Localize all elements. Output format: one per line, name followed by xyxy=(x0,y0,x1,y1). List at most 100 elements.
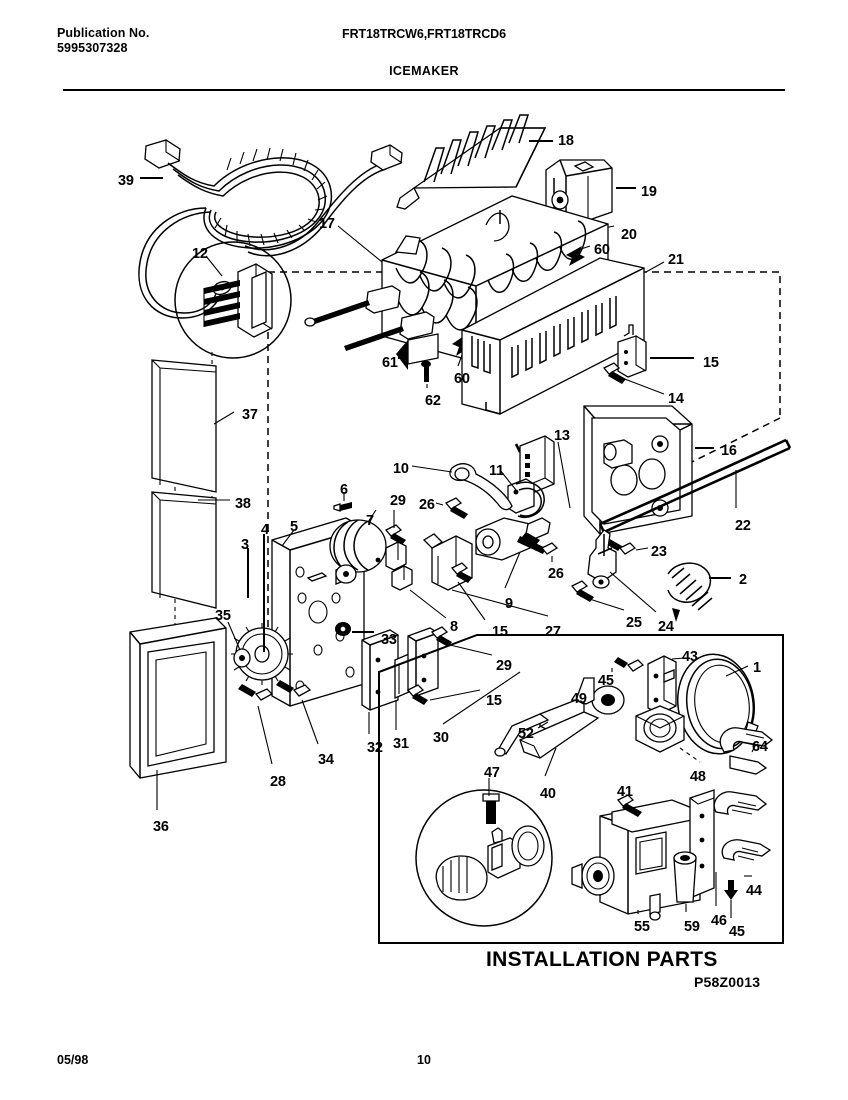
drawing-code: P58Z0013 xyxy=(694,974,761,990)
callout-number-26: 26 xyxy=(548,566,564,582)
leader-1 xyxy=(725,665,749,677)
part-11-wire-clip xyxy=(507,478,545,518)
part-41-water-valve xyxy=(571,789,715,921)
callout-number-34: 34 xyxy=(318,752,334,768)
callout-number-25: 25 xyxy=(626,615,642,631)
callout-number-45: 45 xyxy=(598,673,614,689)
part-22-shutoff-arm xyxy=(514,438,792,534)
part-16-icemaker-housing xyxy=(583,405,693,535)
callout-number-21: 21 xyxy=(668,252,684,268)
leader-12 xyxy=(205,255,223,277)
part-gear-assembly xyxy=(231,623,293,685)
callout-number-5: 5 xyxy=(290,519,298,535)
model-numbers: FRT18TRCW6,FRT18TRCD6 xyxy=(342,27,506,41)
publication-label: Publication No. xyxy=(57,26,150,40)
callout-number-52: 52 xyxy=(518,726,534,742)
part-9-solenoid xyxy=(475,517,551,561)
leader-34 xyxy=(301,699,319,745)
leader-35 xyxy=(227,621,241,651)
leader-17 xyxy=(337,225,383,263)
part-29-screw-b xyxy=(430,626,452,647)
callout-number-11: 11 xyxy=(489,463,504,479)
header-divider xyxy=(63,89,785,91)
callout-number-15: 15 xyxy=(492,624,508,640)
callout-number-15: 15 xyxy=(486,693,502,709)
leader-7 xyxy=(367,509,377,523)
callout-number-46: 46 xyxy=(711,913,727,929)
callout-number-29: 29 xyxy=(496,658,512,674)
leader-15c xyxy=(429,689,481,701)
part-36-insulated-box xyxy=(129,617,227,779)
part-30-bracket xyxy=(407,627,439,697)
callout-number-41: 41 xyxy=(617,784,633,800)
callout-number-3: 3 xyxy=(241,537,249,553)
callout-number-43: 43 xyxy=(682,649,698,665)
callout-number-28: 28 xyxy=(270,774,286,790)
callout-number-55: 55 xyxy=(634,919,650,935)
part-64-clamp xyxy=(719,727,774,775)
callout-number-23: 23 xyxy=(651,544,667,560)
part-43-bracket xyxy=(647,655,677,715)
callout-number-48: 48 xyxy=(690,769,706,785)
leader-10 xyxy=(411,465,453,473)
callout-number-61: 61 xyxy=(382,355,398,371)
part-47-detail-circle xyxy=(415,789,553,927)
part-40-strip xyxy=(519,711,600,759)
part-26-screw-a xyxy=(444,497,468,519)
callout-number-12: 12 xyxy=(192,246,208,262)
callout-number-62: 62 xyxy=(425,393,441,409)
leader-15b xyxy=(457,581,486,621)
part-12-detail-circle xyxy=(174,241,292,359)
part-62-pin xyxy=(421,360,431,382)
leader-21 xyxy=(645,261,665,273)
part-24-bail-support xyxy=(587,529,617,589)
part-45-screw-b xyxy=(724,880,738,900)
part-10-lever xyxy=(449,463,513,511)
part-ejector-rods xyxy=(304,285,435,351)
callout-number-27: 27 xyxy=(545,624,561,640)
part-59-bushing xyxy=(673,851,697,903)
part-7-motor xyxy=(329,519,387,584)
leader-28 xyxy=(257,705,273,765)
part-15-screw-b xyxy=(450,562,472,583)
part-15-switch-a xyxy=(617,324,647,378)
callout-number-47: 47 xyxy=(484,765,500,781)
part-2-spring xyxy=(667,562,713,622)
callout-number-36: 36 xyxy=(153,819,169,835)
installation-parts-caption: INSTALLATION PARTS xyxy=(486,948,718,971)
callout-number-35: 35 xyxy=(215,608,231,624)
part-34-screw xyxy=(276,680,312,697)
footer-date: 05/98 xyxy=(57,1053,89,1067)
part-6-screw xyxy=(333,502,352,512)
callout-number-26: 26 xyxy=(419,497,435,513)
leader-24 xyxy=(609,571,657,613)
callout-number-16: 16 xyxy=(721,443,737,459)
callout-number-17: 17 xyxy=(319,216,335,232)
part-15-screw-c xyxy=(406,684,428,705)
part-18-stripper xyxy=(396,114,547,210)
part-38-panel xyxy=(151,491,217,609)
callout-number-20: 20 xyxy=(621,227,637,243)
callout-number-49: 49 xyxy=(571,691,587,707)
callout-number-22: 22 xyxy=(735,518,751,534)
part-60-arrow-a xyxy=(566,246,585,266)
leader-30 xyxy=(442,671,521,725)
part-37-panel xyxy=(151,359,217,493)
leader-60a xyxy=(577,245,591,251)
leader-40 xyxy=(544,747,557,777)
callout-number-8: 8 xyxy=(450,619,458,635)
callout-number-19: 19 xyxy=(641,184,657,200)
callout-number-30: 30 xyxy=(433,730,449,746)
callout-number-24: 24 xyxy=(658,619,674,635)
callout-number-29: 29 xyxy=(390,493,406,509)
callout-number-37: 37 xyxy=(242,407,258,423)
callout-number-44: 44 xyxy=(746,883,762,899)
leader-60b xyxy=(457,354,463,367)
leader-64 xyxy=(751,743,757,753)
part-33-coupler xyxy=(335,622,351,636)
part-21-ice-container xyxy=(461,257,645,415)
section-title: ICEMAKER xyxy=(389,64,459,78)
callout-number-39: 39 xyxy=(118,173,134,189)
callout-number-7: 7 xyxy=(366,513,374,529)
